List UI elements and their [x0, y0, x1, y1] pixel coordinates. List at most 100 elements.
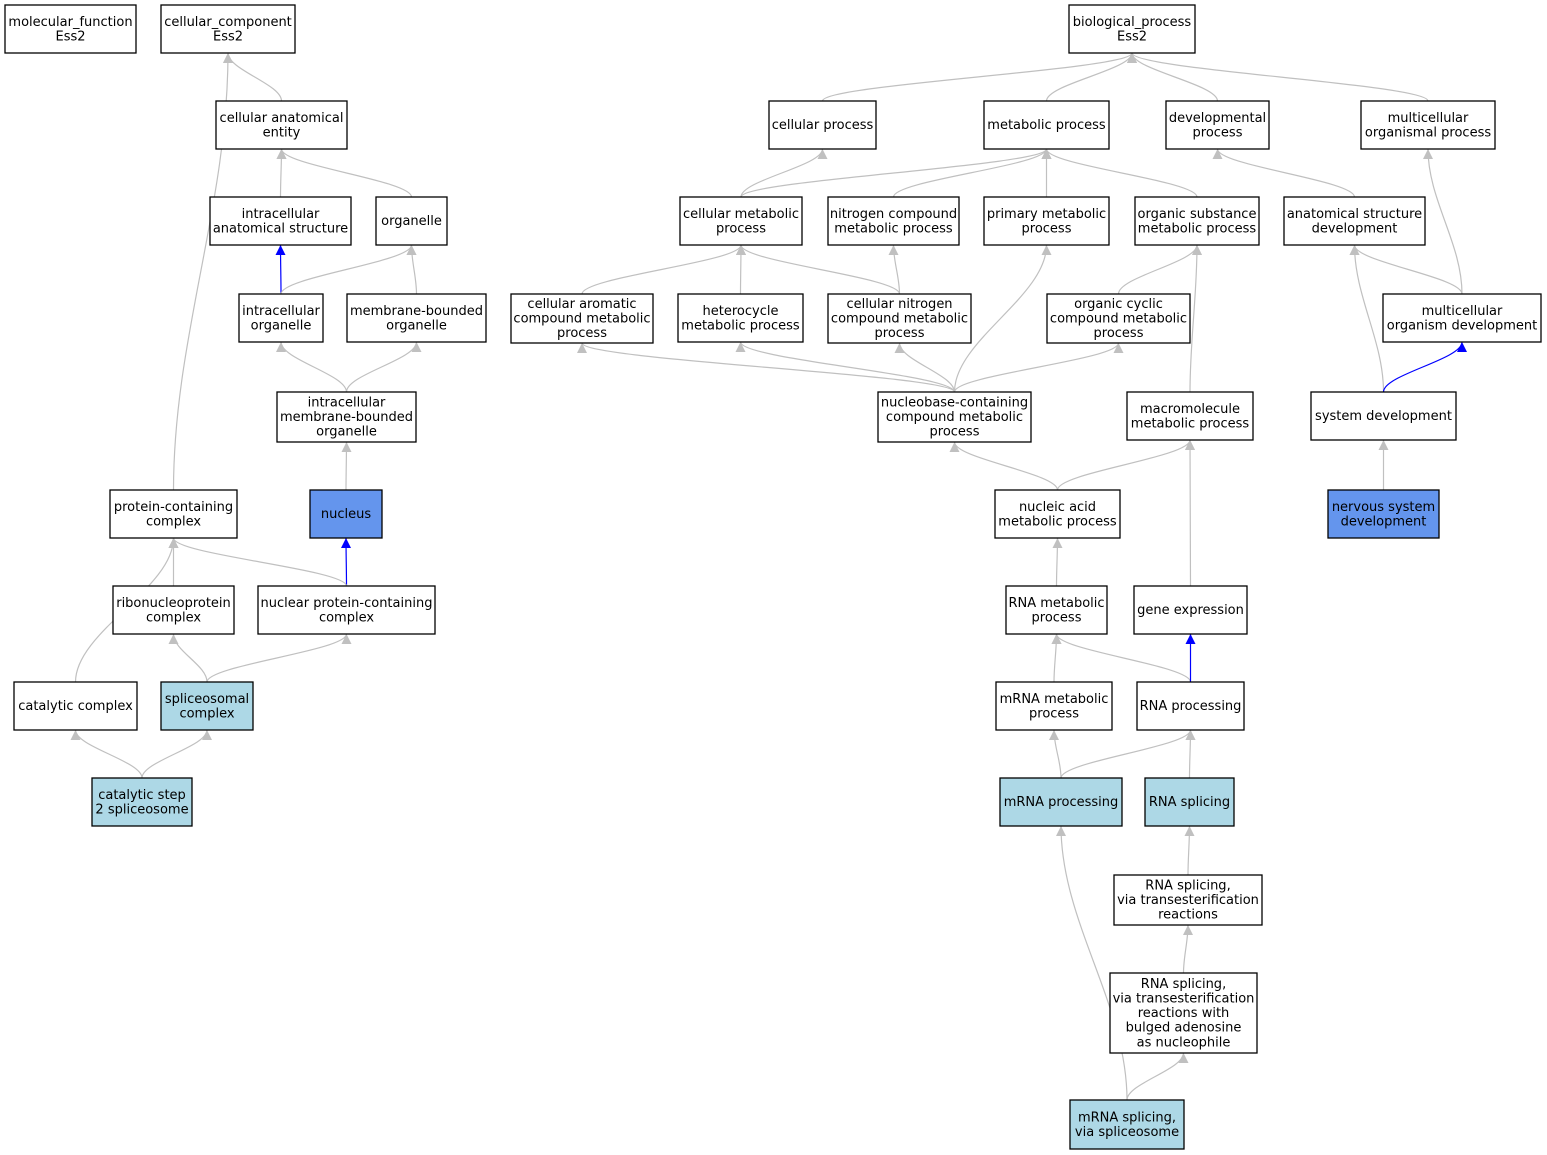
- node-label-line: gene expression: [1137, 603, 1244, 618]
- node-label-line: biological_process: [1073, 15, 1192, 30]
- node-box[interactable]: [999, 777, 1123, 827]
- edge-spl-to-npcc: [206, 633, 352, 683]
- node-box[interactable]: [995, 681, 1113, 731]
- node-box[interactable]: [4, 4, 137, 54]
- node-cat[interactable]: catalytic complex: [13, 681, 138, 731]
- node-box[interactable]: [346, 293, 487, 343]
- node-box[interactable]: [160, 4, 296, 54]
- node-box[interactable]: [1109, 972, 1258, 1054]
- node-box[interactable]: [1136, 681, 1245, 731]
- node-box[interactable]: [1113, 874, 1263, 926]
- edge-mrmp-to-rmp: [1051, 633, 1062, 683]
- node-label-line: Ess2: [213, 29, 243, 44]
- node-box[interactable]: [827, 293, 972, 344]
- node-label-line: mRNA processing: [1004, 795, 1119, 810]
- node-box[interactable]: [679, 196, 803, 246]
- node-box[interactable]: [257, 585, 436, 635]
- node-box[interactable]: [1134, 196, 1260, 246]
- node-box[interactable]: [994, 489, 1121, 539]
- node-box[interactable]: [1360, 100, 1496, 150]
- node-box[interactable]: [13, 681, 138, 731]
- edge-line: [206, 633, 352, 683]
- node-box[interactable]: [827, 196, 960, 246]
- node-box[interactable]: [983, 100, 1110, 150]
- node-label-line: cellular process: [772, 118, 874, 133]
- node-box[interactable]: [112, 585, 235, 635]
- node-box[interactable]: [1005, 585, 1108, 635]
- node-box[interactable]: [1046, 293, 1191, 344]
- node-box[interactable]: [1283, 196, 1426, 246]
- node-rp[interactable]: RNA processing: [1136, 681, 1245, 731]
- node-nuc[interactable]: nucleus: [309, 489, 383, 539]
- node-sd[interactable]: system development: [1310, 391, 1457, 441]
- node-mp[interactable]: metabolic process: [983, 100, 1110, 150]
- node-box[interactable]: [1382, 293, 1542, 343]
- node-mrp[interactable]: mRNA processing: [999, 777, 1123, 827]
- node-box[interactable]: [1069, 1099, 1185, 1150]
- node-org[interactable]: organelle: [375, 196, 448, 246]
- node-cp[interactable]: cellular process: [768, 100, 877, 150]
- node-box[interactable]: [238, 293, 324, 343]
- node-box[interactable]: [510, 293, 654, 344]
- node-box[interactable]: [1144, 777, 1235, 827]
- node-box[interactable]: [1133, 585, 1248, 635]
- node-rs[interactable]: RNA splicing: [1144, 777, 1235, 827]
- node-box[interactable]: [768, 100, 877, 150]
- node-box[interactable]: [375, 196, 448, 246]
- node-box[interactable]: [1165, 100, 1270, 150]
- node-label-line: anatomical structure: [213, 221, 348, 236]
- node-ge[interactable]: gene expression: [1133, 585, 1248, 635]
- node-box[interactable]: [276, 391, 417, 443]
- node-box[interactable]: [983, 196, 1110, 246]
- node-rst[interactable]: RNA splicing,via transesterificationreac…: [1113, 874, 1263, 926]
- node-box[interactable]: [1327, 489, 1440, 539]
- edge-asd-to-dp: [1212, 148, 1356, 198]
- node-box[interactable]: [1126, 391, 1254, 441]
- node-box[interactable]: [877, 391, 1032, 443]
- node-box[interactable]: [215, 100, 348, 150]
- node-msvs[interactable]: mRNA splicing,via spliceosome: [1069, 1099, 1185, 1150]
- node-rstb[interactable]: RNA splicing,via transesterificationreac…: [1109, 972, 1258, 1054]
- node-box[interactable]: [1068, 4, 1196, 54]
- node-box[interactable]: [209, 196, 352, 246]
- edge-line: [406, 244, 418, 295]
- node-box[interactable]: [677, 293, 804, 343]
- node-label-line: process: [1094, 326, 1144, 341]
- node-box[interactable]: [91, 777, 193, 827]
- node-box[interactable]: [160, 681, 254, 731]
- node-box[interactable]: [1310, 391, 1457, 441]
- node-box[interactable]: [309, 489, 383, 539]
- node-box[interactable]: [109, 489, 238, 539]
